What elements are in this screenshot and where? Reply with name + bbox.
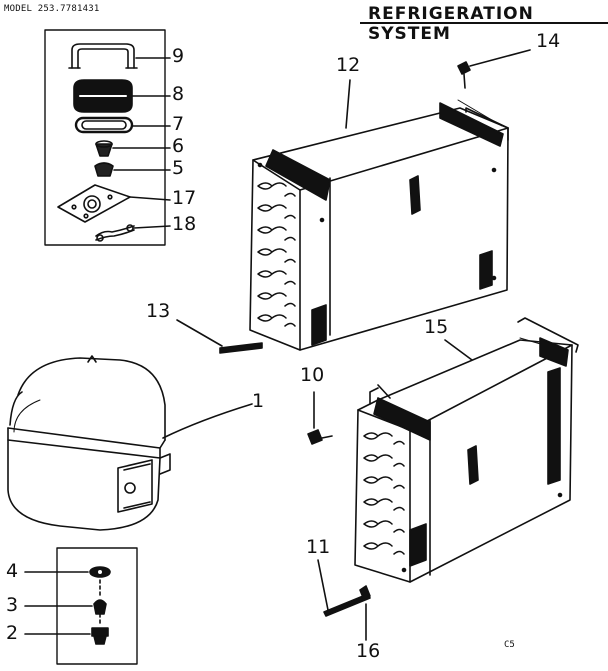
part-2-valve-cap bbox=[91, 627, 109, 645]
part-14-screw bbox=[457, 49, 531, 89]
callout-1: 1 bbox=[252, 390, 265, 412]
callout-6: 6 bbox=[172, 135, 185, 157]
inset-box-small-parts bbox=[44, 29, 166, 246]
part-18-wire-clip bbox=[95, 224, 135, 242]
part-8-cover bbox=[73, 79, 133, 113]
part-9-clip bbox=[68, 43, 138, 69]
model-number: MODEL 253.7781431 bbox=[4, 4, 100, 14]
callout-5: 5 bbox=[172, 157, 185, 179]
leader-12 bbox=[345, 79, 351, 129]
diagram-title: REFRIGERATION SYSTEM bbox=[368, 4, 534, 44]
part-11-tube bbox=[317, 559, 371, 617]
callout-11: 11 bbox=[306, 536, 331, 558]
leader-15 bbox=[444, 339, 473, 361]
callout-7: 7 bbox=[172, 113, 185, 135]
part-10-screw bbox=[307, 391, 333, 445]
callout-12: 12 bbox=[336, 54, 361, 76]
callout-9: 9 bbox=[172, 45, 185, 67]
part-5-grommet bbox=[94, 162, 114, 177]
part-17-terminal-plate bbox=[57, 184, 131, 223]
callout-15: 15 bbox=[424, 316, 449, 338]
callout-3: 3 bbox=[6, 594, 19, 616]
part-4-nut bbox=[89, 566, 111, 578]
diagram-code: C5 bbox=[504, 640, 515, 650]
callout-4: 4 bbox=[6, 560, 19, 582]
title-underline bbox=[360, 22, 608, 24]
part-12-condenser bbox=[249, 99, 509, 351]
part-15-evaporator bbox=[354, 317, 579, 583]
callout-8: 8 bbox=[172, 83, 185, 105]
part-13-bolt bbox=[176, 319, 263, 354]
part-6-grommet bbox=[95, 140, 113, 157]
part-1-compressor bbox=[7, 355, 253, 531]
part-16-fitting bbox=[359, 585, 371, 641]
callout-10: 10 bbox=[300, 364, 325, 386]
part-3-valve-core bbox=[93, 599, 107, 615]
callout-18: 18 bbox=[172, 213, 197, 235]
part-7-gasket bbox=[74, 116, 134, 134]
inset-leader-lines bbox=[112, 57, 171, 229]
callout-16: 16 bbox=[356, 640, 381, 662]
callout-14: 14 bbox=[536, 30, 561, 52]
callout-17: 17 bbox=[172, 187, 197, 209]
callout-2: 2 bbox=[6, 622, 19, 644]
inset-leader-lines-lower bbox=[24, 571, 101, 635]
callout-13: 13 bbox=[146, 300, 171, 322]
